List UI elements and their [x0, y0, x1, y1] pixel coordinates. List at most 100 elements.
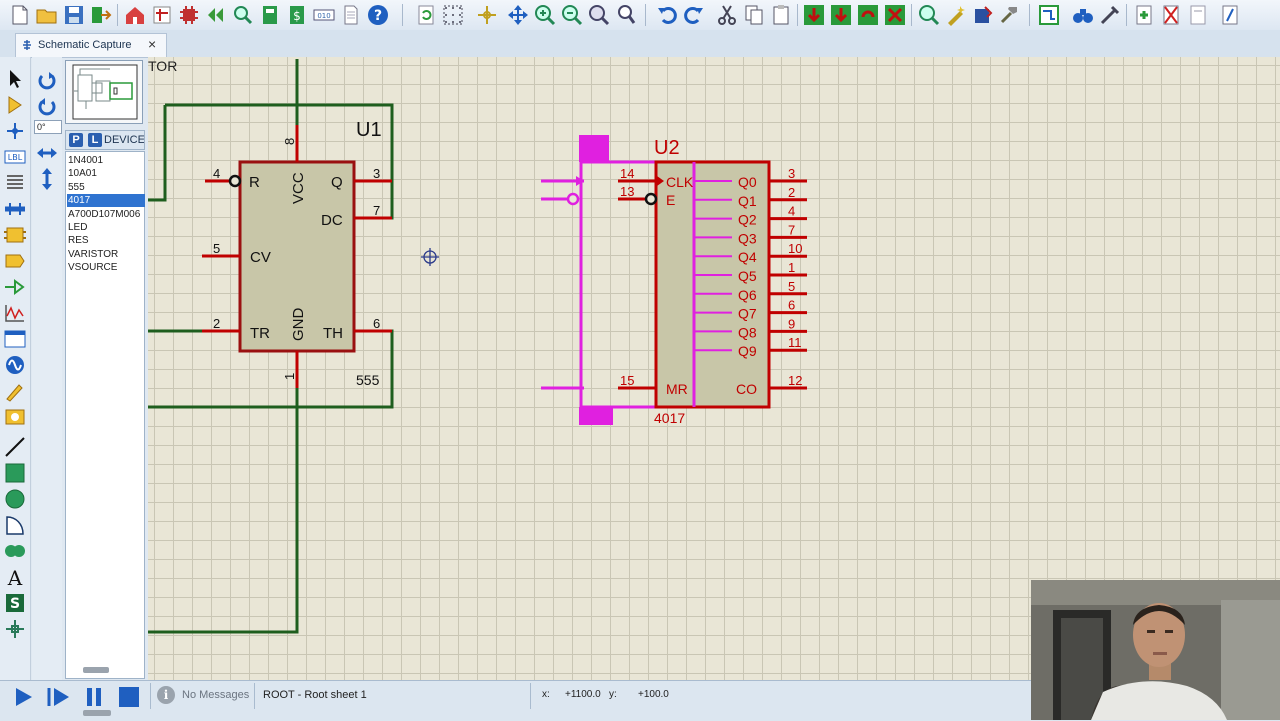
library-manager-button[interactable]: L [88, 133, 102, 147]
cut-icon[interactable] [715, 3, 739, 27]
stop-icon[interactable] [117, 686, 141, 708]
bill-of-materials-icon[interactable]: $ [285, 3, 309, 27]
tab-close-icon[interactable]: × [148, 36, 157, 52]
block-move-icon[interactable] [829, 3, 853, 27]
chip-icon[interactable] [177, 3, 201, 27]
binary-icon[interactable]: 010 [312, 3, 336, 27]
device-list-scrollbar[interactable] [83, 667, 109, 673]
grid-icon[interactable] [441, 3, 465, 27]
tape-recorder-icon[interactable] [3, 328, 27, 350]
rotation-angle-field[interactable]: 0° [34, 120, 62, 134]
junction-dot-icon[interactable] [3, 120, 27, 142]
arc-tool-icon[interactable] [3, 514, 27, 536]
u2-pin-clk: CLK [666, 174, 694, 190]
block-delete-icon[interactable] [883, 3, 907, 27]
paste-icon[interactable] [769, 3, 793, 27]
device-list-item[interactable]: VARISTOR [68, 248, 119, 260]
device-pin-icon[interactable] [3, 276, 27, 298]
text-script-icon[interactable] [3, 172, 27, 194]
info-icon[interactable]: i [157, 686, 175, 704]
overview-preview[interactable] [65, 60, 143, 124]
mirror-horizontal-icon[interactable] [35, 142, 59, 164]
search-parts-icon[interactable] [1071, 3, 1095, 27]
u1-555-timer[interactable]: R Q DC CV TR TH VCC GND 4 3 7 5 2 6 8 [202, 119, 392, 388]
path-tool-icon[interactable] [3, 540, 27, 562]
messages-status[interactable]: No Messages [182, 689, 250, 701]
box-tool-icon[interactable] [3, 462, 27, 484]
pan-icon[interactable] [506, 3, 530, 27]
tab-schematic-capture[interactable]: Schematic Capture × [15, 33, 167, 57]
marker-tool-icon[interactable] [3, 618, 27, 640]
crosshair-cursor-icon [421, 248, 439, 266]
simulation-graph-icon[interactable] [204, 3, 228, 27]
virtual-instrument-icon[interactable] [3, 406, 27, 428]
sheet-icon[interactable] [1186, 3, 1210, 27]
device-list-item[interactable]: A700D107M006 [68, 208, 141, 220]
home-icon[interactable] [123, 3, 147, 27]
open-folder-icon[interactable] [35, 3, 59, 27]
horizontal-scrollbar[interactable] [83, 710, 111, 716]
voltage-probe-icon[interactable] [3, 380, 27, 402]
u2-selection-handle-bottom[interactable] [579, 407, 613, 425]
line-tool-icon[interactable] [3, 436, 27, 458]
circle-tool-icon[interactable] [3, 488, 27, 510]
schematic-icon[interactable] [150, 3, 174, 27]
decompose-icon[interactable] [998, 3, 1022, 27]
property-tool-icon[interactable] [1098, 3, 1122, 27]
play-icon[interactable] [12, 686, 36, 708]
device-list-item[interactable]: 4017 [67, 194, 145, 208]
package-tool-icon[interactable] [971, 3, 995, 27]
mirror-vertical-icon[interactable] [35, 168, 59, 190]
step-icon[interactable] [47, 686, 71, 708]
save-icon[interactable] [62, 3, 86, 27]
help-icon[interactable]: ? [366, 3, 390, 27]
copy-icon[interactable] [742, 3, 766, 27]
wire-label-icon[interactable]: LBL [3, 146, 27, 168]
inspect-icon[interactable] [231, 3, 255, 27]
graph-icon[interactable] [3, 302, 27, 324]
delete-sheet-icon[interactable] [1159, 3, 1183, 27]
component-mode-icon[interactable] [3, 94, 27, 116]
device-list-item[interactable]: 555 [68, 181, 85, 193]
selection-mode-icon[interactable] [3, 68, 27, 90]
u2-pin-e: E [666, 192, 675, 208]
schematic-canvas[interactable]: TOR [148, 57, 1280, 680]
redo-icon[interactable] [682, 3, 706, 27]
pick-devices-button[interactable]: P [69, 133, 83, 147]
refresh-icon[interactable] [414, 3, 438, 27]
device-list-item[interactable]: RES [68, 235, 89, 247]
zoom-out-icon[interactable] [560, 3, 584, 27]
device-list-item[interactable]: 1N4001 [68, 155, 104, 166]
pause-icon[interactable] [82, 686, 106, 708]
block-rotate-icon[interactable] [856, 3, 880, 27]
pcb-icon[interactable] [258, 3, 282, 27]
generator-icon[interactable] [3, 354, 27, 376]
symbol-tool-icon[interactable]: S [3, 592, 27, 614]
document-icon[interactable] [339, 3, 363, 27]
bus-icon[interactable] [3, 198, 27, 220]
wire-autorouter-icon[interactable] [1037, 3, 1061, 27]
u2-selection-handle-top[interactable] [579, 135, 609, 162]
make-device-icon[interactable] [944, 3, 968, 27]
block-copy-icon[interactable] [802, 3, 826, 27]
origin-icon[interactable] [475, 3, 499, 27]
new-file-icon[interactable] [8, 3, 32, 27]
text-tool-icon[interactable]: A [3, 566, 27, 588]
import-icon[interactable] [89, 3, 113, 27]
zoom-in-icon[interactable] [533, 3, 557, 27]
subcircuit-icon[interactable] [3, 224, 27, 246]
device-list-item[interactable]: 10A01 [68, 168, 97, 180]
zoom-all-icon[interactable] [587, 3, 611, 27]
undo-icon[interactable] [655, 3, 679, 27]
pick-device-icon[interactable] [917, 3, 941, 27]
rotate-anticlockwise-icon[interactable] [35, 96, 59, 118]
new-sheet-icon[interactable] [1132, 3, 1156, 27]
terminal-icon[interactable] [3, 250, 27, 272]
script-icon[interactable] [1218, 3, 1242, 27]
device-list-item[interactable]: VSOURCE [68, 262, 118, 274]
device-list-item[interactable]: LED [68, 222, 88, 233]
zoom-area-icon[interactable] [614, 3, 638, 27]
rotate-clockwise-icon[interactable] [35, 70, 59, 92]
